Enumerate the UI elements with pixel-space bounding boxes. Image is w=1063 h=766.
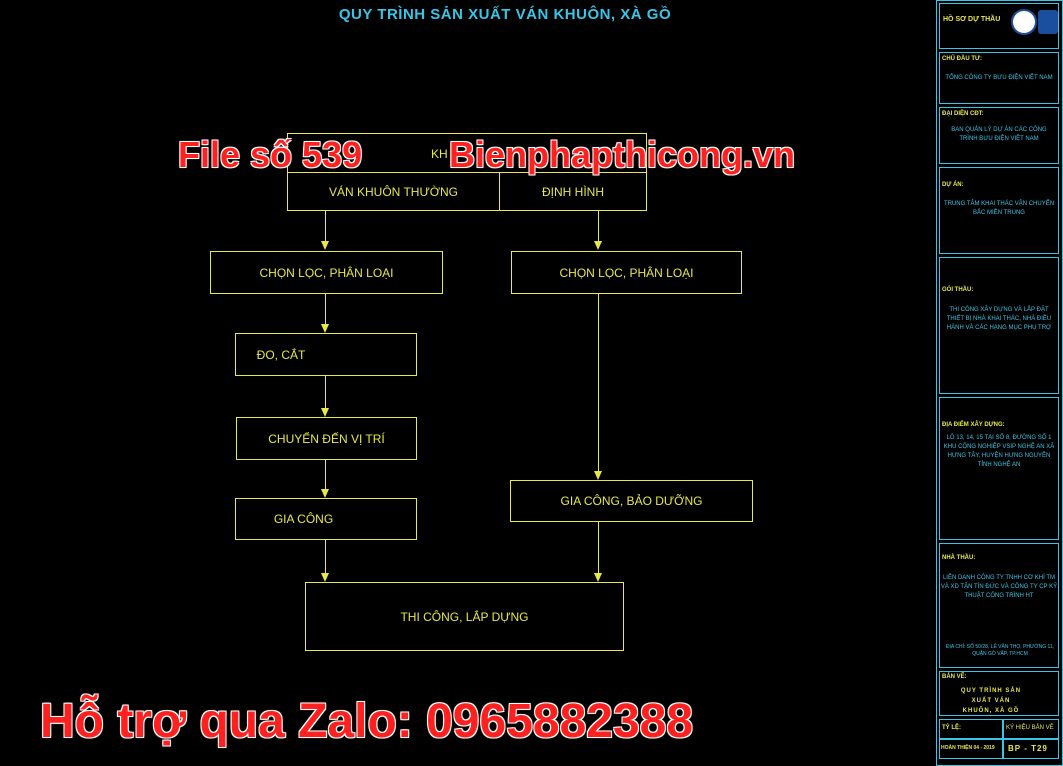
du-an-label: DỰ ÁN:: [942, 182, 964, 188]
ban-ve-label: BẢN VẼ:: [942, 674, 967, 680]
dai-dien-value: BAN QUẢN LÝ DỰ ÁN CÁC CÔNG TRÌNH BƯU ĐIỆ…: [951, 127, 1047, 142]
arrow-head: [321, 573, 329, 582]
arrow-head: [594, 241, 602, 250]
box-chuyen-den-label: CHUYỂN ĐẾN VỊ TRÍ: [268, 431, 385, 446]
connector-line: [598, 522, 599, 573]
ky-hieu-value-cell: [1003, 739, 1059, 759]
ky-hieu-label: KÝ HIỆU BẢN VẼ: [1006, 725, 1054, 731]
date-cell: [939, 739, 1003, 759]
nha-thau-cell: [939, 543, 1059, 668]
arrow-head: [321, 241, 329, 250]
box-chon-loc-left-label: CHỌN LỌC, PHÂN LOẠI: [259, 265, 394, 280]
box-thi-cong: THI CÔNG, LẮP DỰNG: [305, 582, 624, 651]
box-chon-loc-right-label: CHỌN LỌC, PHÂN LOẠI: [559, 265, 694, 280]
chu-dau-tu-cell: [939, 52, 1059, 104]
header-label: HỒ SƠ DỰ THẦU: [943, 16, 1001, 23]
ban-ve-cell: [939, 671, 1059, 716]
ky-hieu-cell: [1003, 719, 1059, 739]
box-van-khuon-thuong-label: VÁN KHUÔN THƯỜNG: [329, 184, 458, 199]
dia-diem-value: LÔ 13, 14, 15 TẠI SỐ 8, ĐƯỜNG SỐ 1 KHU C…: [943, 435, 1055, 468]
connector-line: [598, 211, 599, 241]
arrow-head: [321, 489, 329, 498]
box-thi-cong-label: THI CÔNG, LẮP DỰNG: [400, 609, 529, 624]
box-van-khuon-thuong: VÁN KHUÔN THƯỜNG: [287, 172, 500, 211]
title-block: HỒ SƠ DỰ THẦU CHỦ ĐẦU TƯ: TỔNG CÔNG TY B…: [936, 0, 1063, 766]
nha-thau-value: LIÊN DANH CÔNG TY TNHH CƠ KHÍ TM VÀ XD T…: [940, 575, 1058, 599]
header-cell: [939, 3, 1059, 49]
box-do-cat-label: ĐO, CẮT: [256, 347, 306, 362]
box-dinh-hinh: ĐỊNH HÌNH: [499, 172, 647, 211]
connector-line: [325, 294, 326, 324]
box-gia-cong-label: GIA CÔNG: [273, 512, 334, 526]
dia-diem-label: ĐỊA ĐIỂM XÂY DỰNG:: [942, 422, 1005, 428]
watermark-support: Hỗ trợ qua Zalo: 0965882388: [40, 695, 694, 748]
watermark-file: File số 539: [178, 134, 363, 175]
chu-dau-tu-value: TỔNG CÔNG TY BƯU ĐIỆN VIỆT NAM: [945, 75, 1053, 81]
box-chon-loc-right: CHỌN LỌC, PHÂN LOẠI: [511, 251, 742, 294]
box-chuyen-den: CHUYỂN ĐẾN VỊ TRÍ: [236, 417, 417, 460]
diagram-title: QUY TRÌNH SẢN XUẤT VÁN KHUÔN, XÀ GỒ: [338, 6, 672, 23]
arrow-head: [321, 324, 329, 333]
connector-line: [325, 460, 326, 489]
company-logo: [1011, 9, 1037, 35]
box-do-cat: ĐO, CẮT: [235, 333, 417, 376]
date-value: HOÀN THIỆN 04 - 2019: [941, 745, 995, 751]
box-gia-cong: GIA CÔNG: [235, 498, 417, 540]
connector-line: [325, 211, 326, 241]
company-logo-2: [1038, 10, 1058, 34]
box-gia-cong-bao-duong-label: GIA CÔNG, BẢO DƯỠNG: [560, 494, 703, 508]
dai-dien-cell: [939, 107, 1059, 164]
goi-thau-value: THI CÔNG XÂY DỰNG VÀ LẮP ĐẶT THIẾT BỊ NH…: [946, 307, 1052, 331]
arrow-head: [594, 471, 602, 480]
ban-ve-value: QUY TRÌNH SẢN XUẤT VÁN KHUÔN, XÀ GỒ: [960, 688, 1022, 714]
goi-thau-cell: [939, 257, 1059, 394]
goi-thau-label: GÓI THẦU:: [942, 287, 974, 293]
du-an-value: TRUNG TÂM KHAI THÁC VẬN CHUYỂN BẮC MIỀN …: [943, 201, 1055, 216]
connector-line: [598, 294, 599, 471]
connector-line: [325, 376, 326, 408]
box-dinh-hinh-label: ĐỊNH HÌNH: [542, 184, 604, 199]
nha-thau-address: ĐỊA CHỈ: SỐ 50/28, LÊ VĂN THỌ, PHƯỜNG 11…: [945, 644, 1055, 657]
du-an-cell: [939, 167, 1059, 254]
dai-dien-label: ĐẠI DIỆN CĐT:: [942, 111, 984, 117]
box-chon-loc-left: CHỌN LỌC, PHÂN LOẠI: [210, 251, 443, 294]
box-gia-cong-bao-duong: GIA CÔNG, BẢO DƯỠNG: [510, 480, 753, 522]
box-top-header: KH: [287, 133, 647, 172]
ty-le-cell: [939, 719, 1003, 739]
ky-hieu-value: BP - T29: [1008, 744, 1048, 753]
nha-thau-label: NHÀ THẦU:: [942, 555, 976, 561]
box-top-header-label: KH: [431, 147, 448, 161]
connector-line: [325, 540, 326, 573]
chu-dau-tu-label: CHỦ ĐẦU TƯ:: [942, 56, 982, 62]
arrow-head: [321, 408, 329, 417]
ty-le-label: TỶ LỆ:: [942, 725, 961, 731]
watermark-site: Bienphapthicong.vn: [449, 134, 795, 175]
dia-diem-cell: [939, 397, 1059, 540]
arrow-head: [594, 573, 602, 582]
